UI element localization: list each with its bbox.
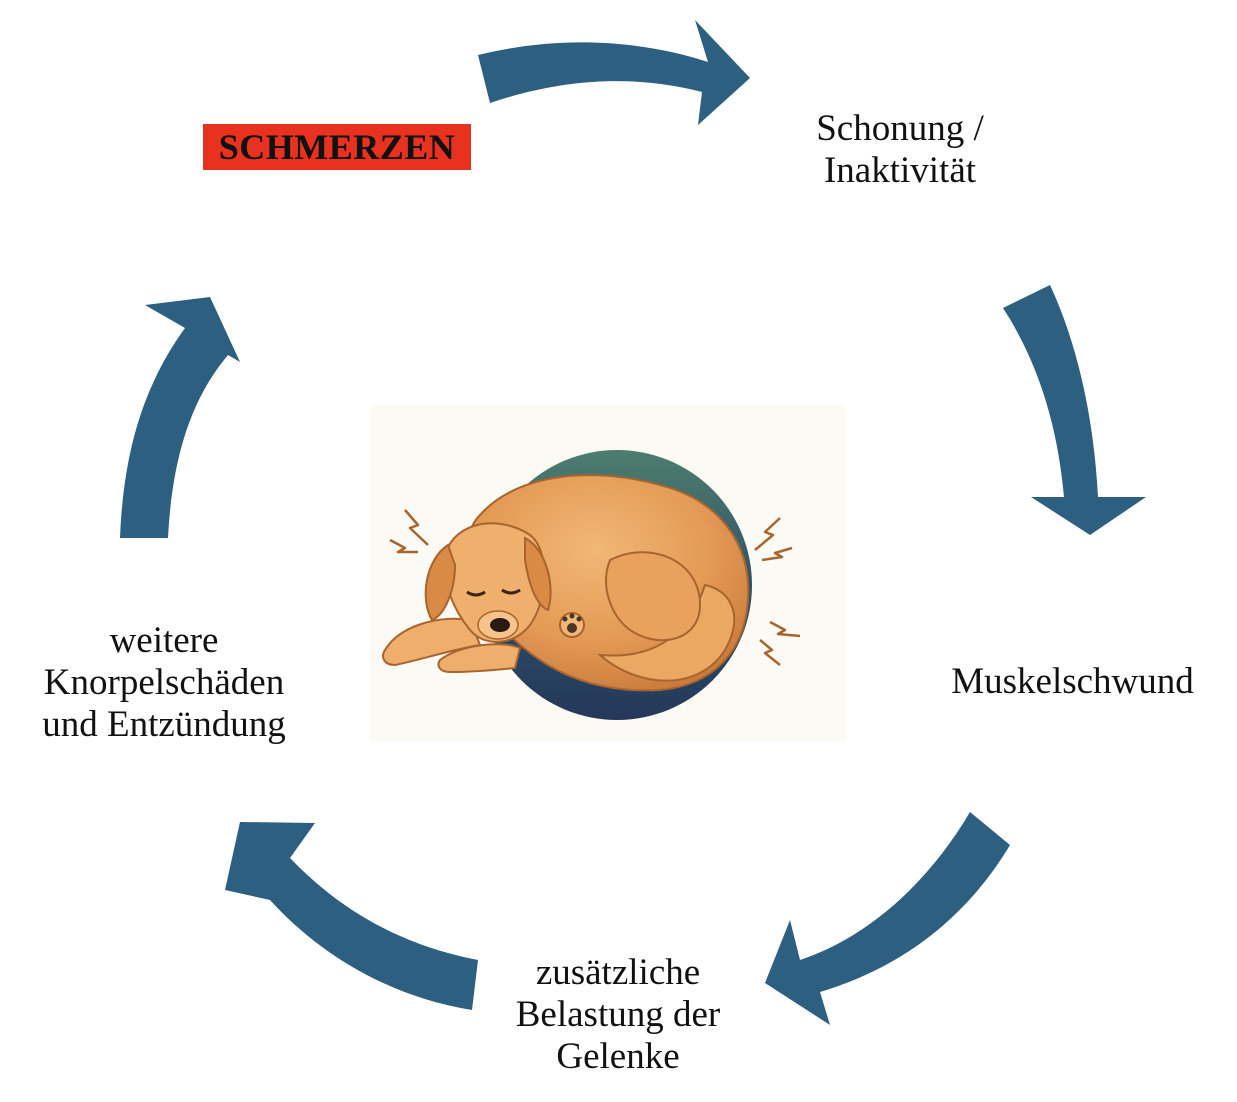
node-inactivity-line-1: Schonung / — [816, 108, 984, 149]
arrow-muscle-to-joints — [765, 812, 1010, 1025]
pain-bolt-icons — [389, 509, 801, 666]
arrow-inactivity-to-muscle — [1003, 285, 1146, 535]
node-pain: SCHMERZEN — [203, 124, 471, 170]
node-joints-line-1: zusätzliche — [535, 952, 701, 993]
center-illustration — [371, 405, 845, 742]
node-joints: zusätzliche Belastung der Gelenke — [488, 952, 748, 1078]
node-cartilage-line-2: Knorpelschäden — [43, 662, 285, 703]
node-inactivity: Schonung / Inaktivität — [790, 108, 1010, 192]
node-cartilage: weitere Knorpelschäden und Entzündung — [15, 620, 313, 746]
arrow-pain-to-inactivity — [478, 20, 750, 125]
arrow-joints-to-cartilage — [225, 822, 478, 1010]
node-cartilage-line-1: weitere — [109, 620, 219, 661]
node-muscle-label: Muskelschwund — [951, 661, 1194, 702]
node-pain-label: SCHMERZEN — [218, 127, 456, 167]
node-joints-line-2: Belastung der — [515, 994, 721, 1035]
arrow-cartilage-to-pain — [120, 297, 240, 538]
dog-icon — [382, 474, 750, 692]
node-inactivity-line-2: Inaktivität — [823, 150, 977, 191]
node-cartilage-line-3: und Entzündung — [42, 704, 286, 745]
node-muscle: Muskelschwund — [930, 661, 1215, 703]
node-joints-line-3: Gelenke — [556, 1036, 680, 1077]
